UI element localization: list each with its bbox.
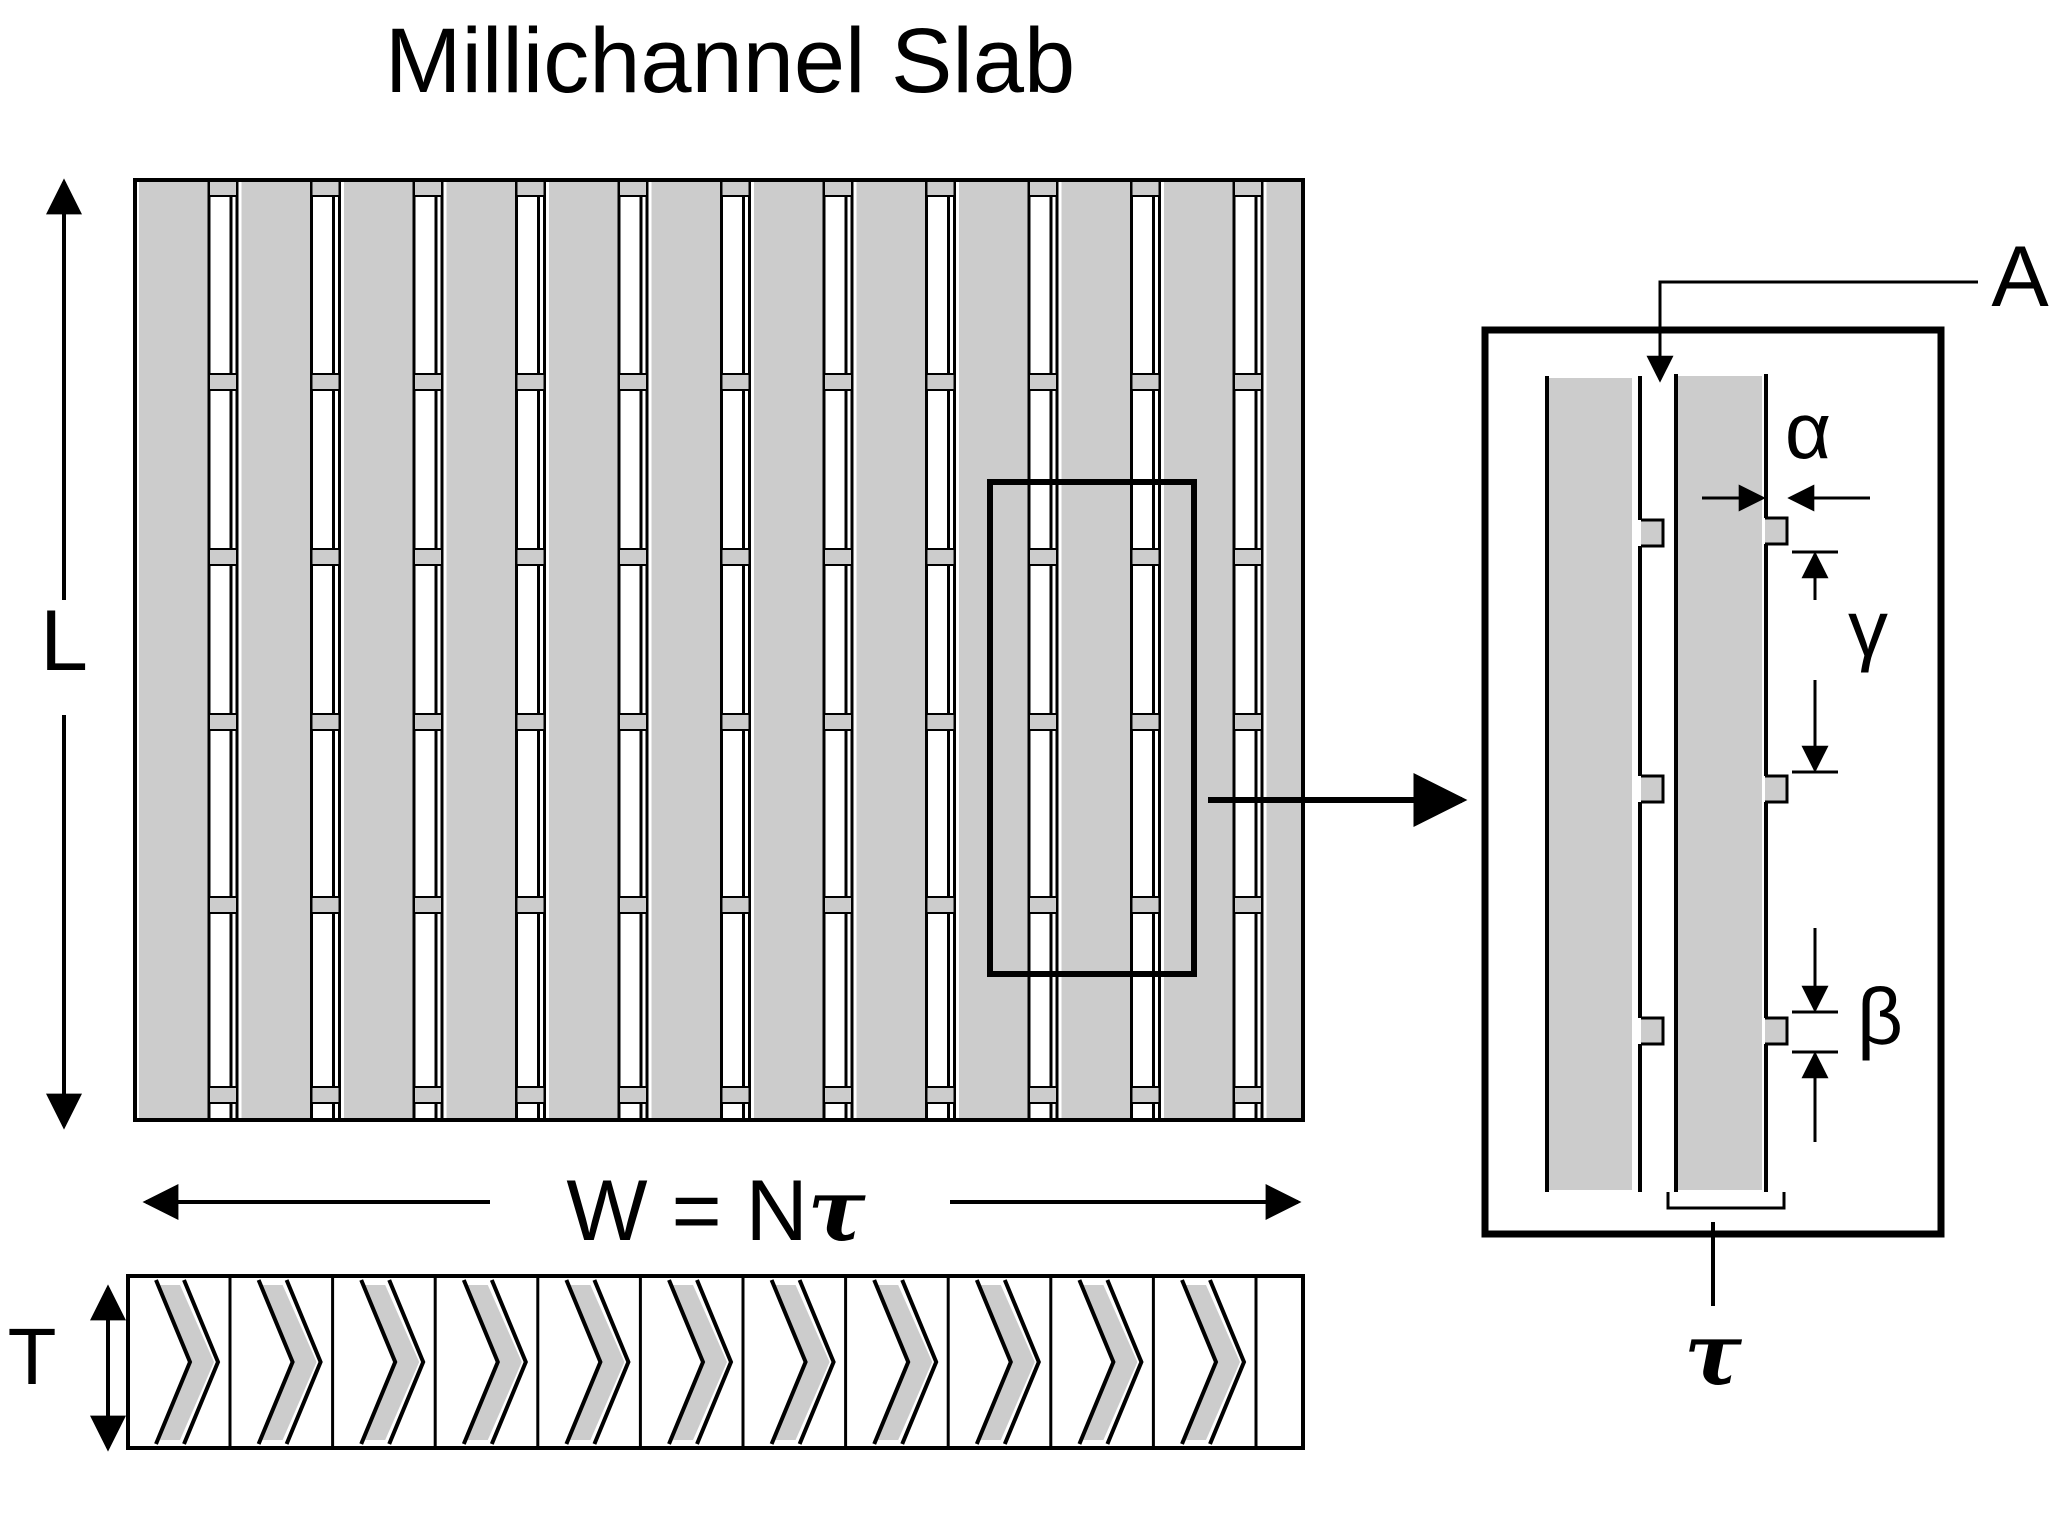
chevron-channel [667, 1276, 745, 1448]
detail-view: A α γ β τ [1481, 229, 2049, 1405]
gamma-label: γ [1848, 584, 1888, 673]
chevron-channel [1180, 1276, 1258, 1448]
slab-fin [344, 179, 444, 1120]
thickness-dimension: T [8, 1284, 126, 1452]
diagram-title: Millichannel Slab [385, 10, 1075, 112]
slab-fin [139, 179, 239, 1120]
slab-fin [651, 179, 751, 1120]
chevron-channel [564, 1276, 642, 1448]
tau-label: τ [1684, 1304, 1742, 1405]
slab-fin [241, 179, 341, 1120]
slab-fin [959, 179, 1059, 1120]
length-dimension: L [40, 178, 88, 1130]
slab-fin [856, 179, 956, 1120]
beta-label: β [1857, 972, 1903, 1061]
slab-top-view [133, 178, 1305, 1122]
detail-tabs [1641, 516, 1789, 1046]
alpha-label: α [1785, 386, 1831, 475]
slab-fin [1061, 179, 1161, 1120]
chevron-channel [154, 1276, 232, 1448]
chevron-channel [461, 1276, 540, 1448]
chevron-channel [1077, 1276, 1155, 1448]
callout-a-label: A [1991, 229, 2049, 325]
slab-cross-section [126, 1274, 1305, 1450]
slab-fin [1164, 179, 1264, 1120]
width-label: W = Nτ [566, 1160, 865, 1261]
width-dimension: W = Nτ [142, 1160, 1302, 1261]
thickness-label: T [8, 1312, 57, 1401]
detail-fin-left [1546, 378, 1632, 1190]
slab-fin [754, 179, 854, 1120]
length-label: L [40, 593, 88, 689]
slab-fin [549, 179, 649, 1120]
chevron-channel [872, 1276, 950, 1448]
chevron-channels [154, 1276, 1258, 1448]
zoom-box [987, 479, 1197, 977]
width-tau-symbol: τ [808, 1160, 866, 1261]
slab-fin [446, 179, 546, 1120]
width-eq-text: W = N [566, 1163, 807, 1259]
slab-fins [139, 179, 1303, 1120]
chevron-channel [769, 1276, 848, 1448]
detail-fin-right [1676, 376, 1762, 1190]
chevron-channel [359, 1276, 437, 1448]
chevron-channel [974, 1276, 1053, 1448]
slab-fin-edge [1266, 180, 1303, 1120]
chevron-channel [256, 1276, 335, 1448]
slab-outline [133, 178, 1305, 1122]
